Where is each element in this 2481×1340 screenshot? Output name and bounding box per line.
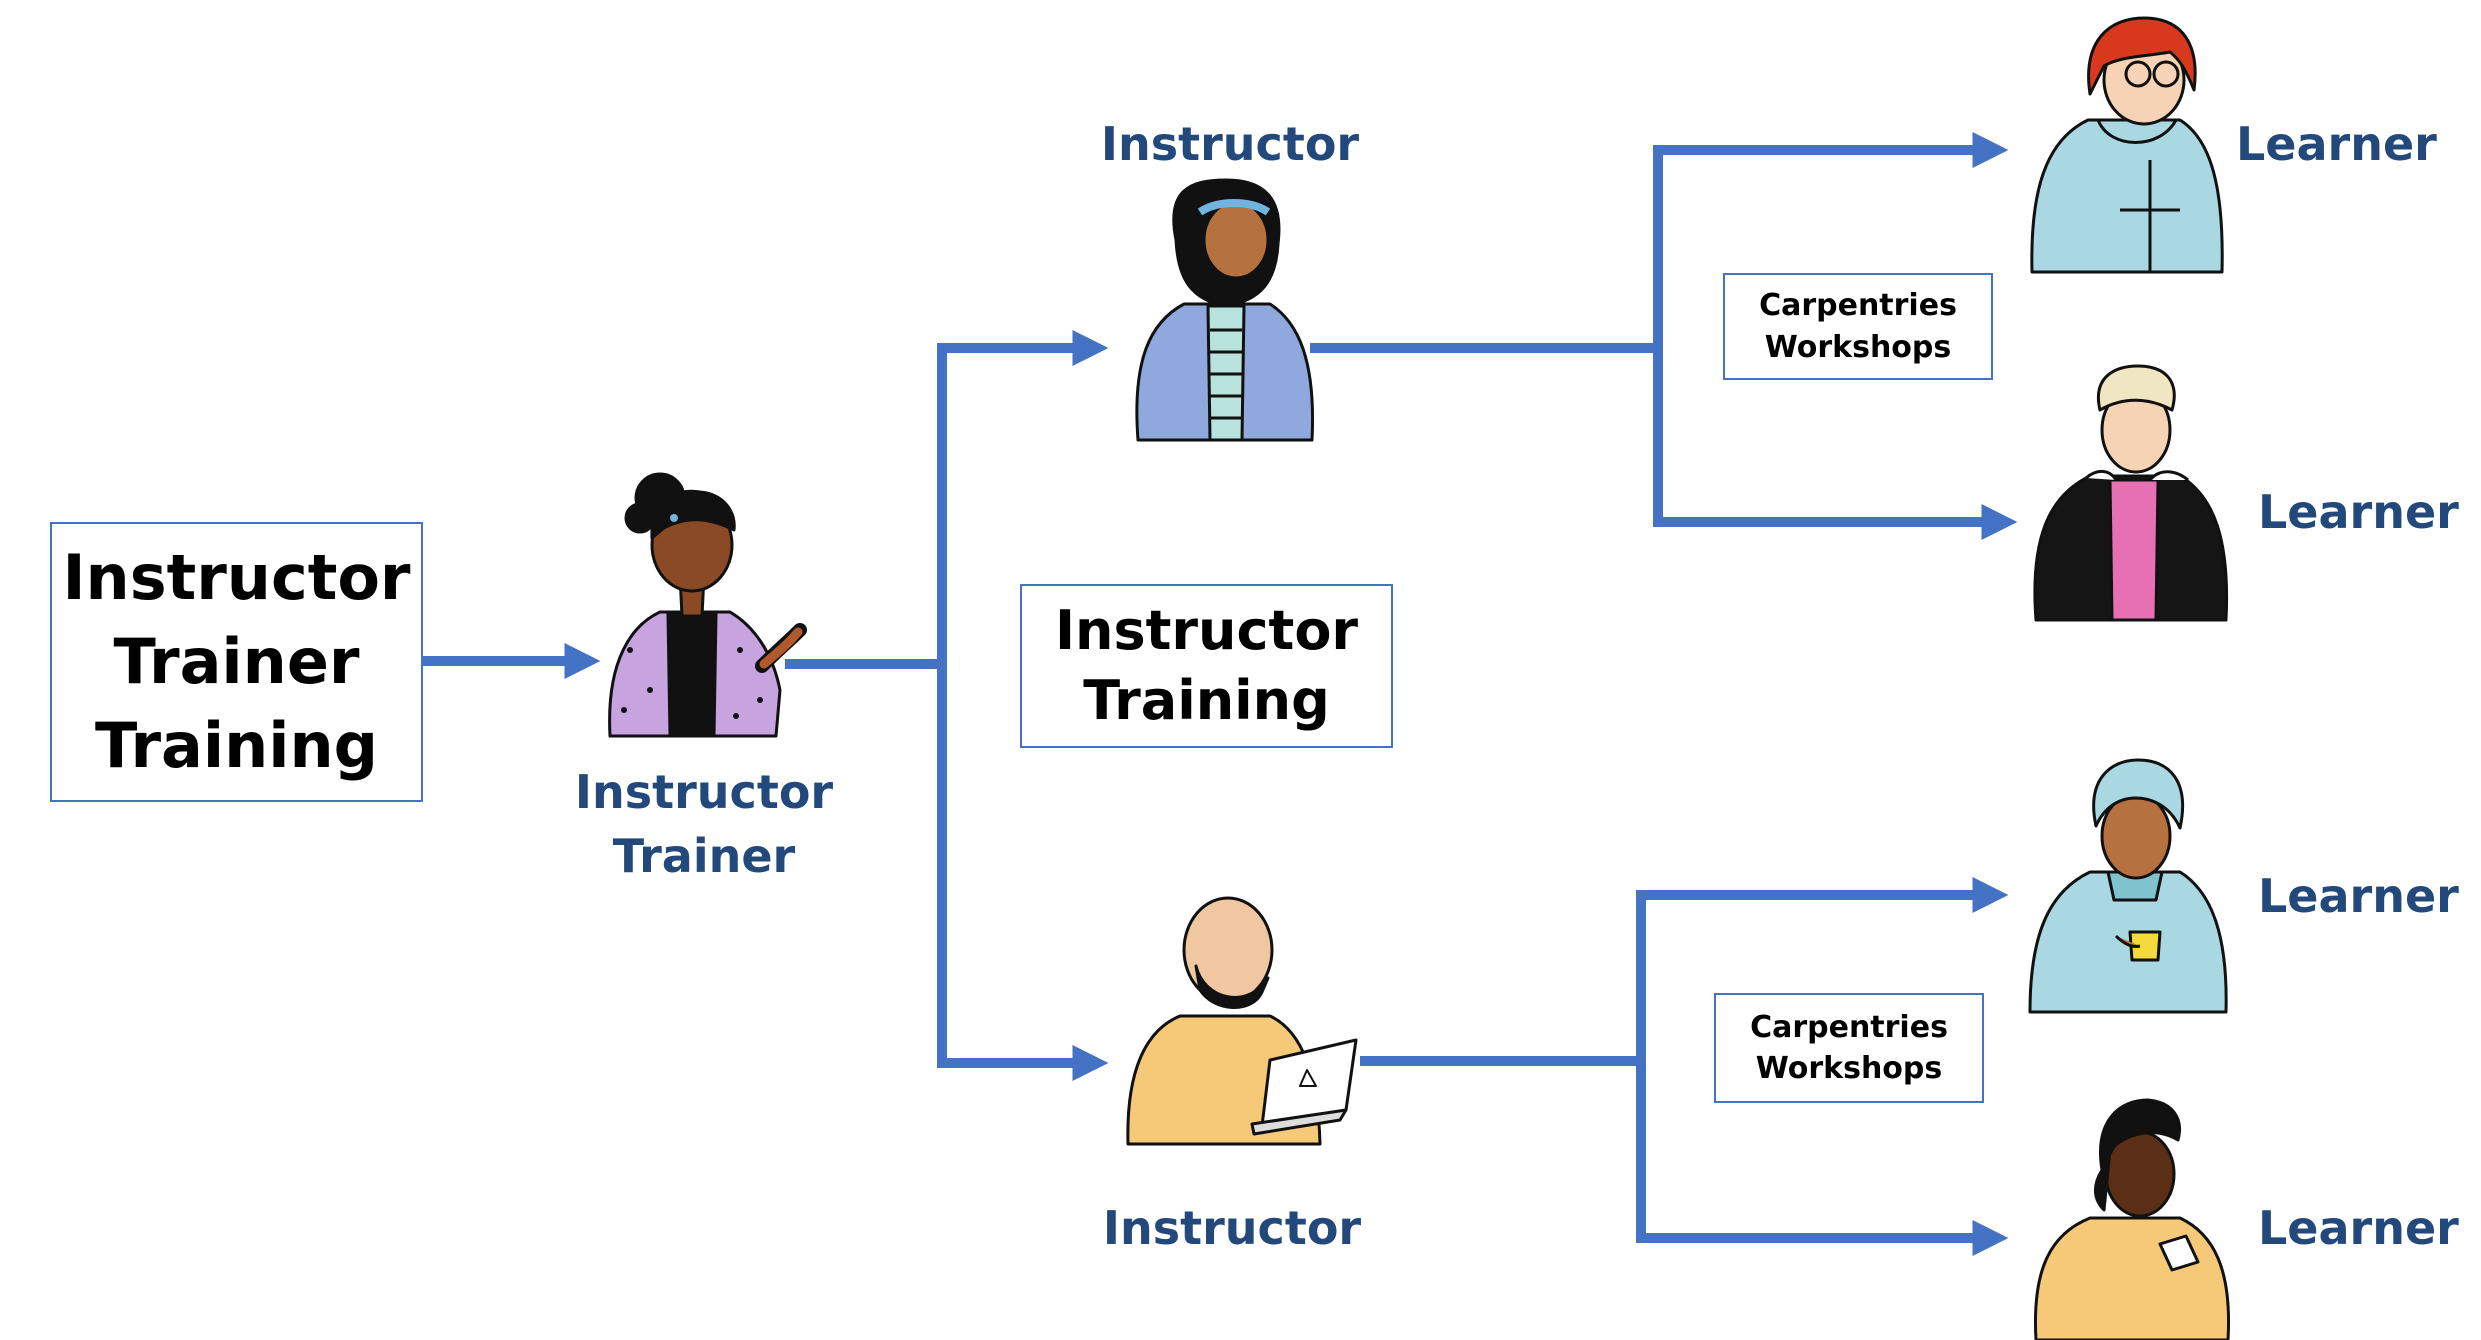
- learner-hoodie-glasses-icon: [2030, 16, 2224, 274]
- instructor-top-label: Instructor: [1100, 117, 1360, 171]
- learner-jacket-icon: [2033, 364, 2229, 622]
- box-line: Instructor: [62, 541, 411, 615]
- label-line: Instructor: [574, 765, 834, 819]
- learner-3-label: Learner: [2258, 869, 2459, 923]
- arrow-to-learner-1: [1653, 132, 2009, 348]
- instructor-bottom-label: Instructor: [1102, 1201, 1362, 1255]
- arrow-to-learner-3: [1636, 877, 2009, 1061]
- arrow-to-instructor-top: [937, 330, 1109, 664]
- box-line: Trainer: [113, 625, 360, 699]
- arrow-to-learner-2: [1653, 348, 2018, 540]
- box-line: Workshops: [1755, 1051, 1943, 1086]
- trainer-label: Instructor Trainer: [574, 760, 834, 889]
- trainer-person-pointing-icon: [608, 472, 807, 738]
- instructor-trainer-training-box: Instructor Trainer Training: [50, 522, 423, 802]
- learner-braids-phone-icon: [2033, 1098, 2231, 1340]
- learner-1-label: Learner: [2236, 117, 2437, 171]
- arrow-to-instructor-bottom: [937, 664, 1109, 1081]
- carpentries-workshops-box-top: Carpentries Workshops: [1723, 273, 1993, 380]
- instructor-training-box: Instructor Training: [1020, 584, 1393, 748]
- label-line: Trainer: [612, 829, 796, 884]
- learner-4-label: Learner: [2258, 1201, 2459, 1255]
- box-line: Carpentries: [1750, 1009, 1948, 1045]
- box-line: Workshops: [1764, 329, 1952, 365]
- box-line: Instructor: [1054, 598, 1359, 662]
- box-line: Training: [94, 708, 379, 782]
- box-line: Training: [1083, 669, 1330, 732]
- arrow-to-learner-4: [1636, 1061, 2009, 1256]
- learner-2-label: Learner: [2258, 485, 2459, 539]
- learner-turban-mug-icon: [2028, 758, 2228, 1014]
- instructor-hijab-icon: [1135, 178, 1315, 442]
- instructor-laptop-icon: [1126, 896, 1358, 1146]
- carpentries-workshops-box-bottom: Carpentries Workshops: [1714, 993, 1984, 1103]
- box-line: Carpentries: [1759, 288, 1957, 324]
